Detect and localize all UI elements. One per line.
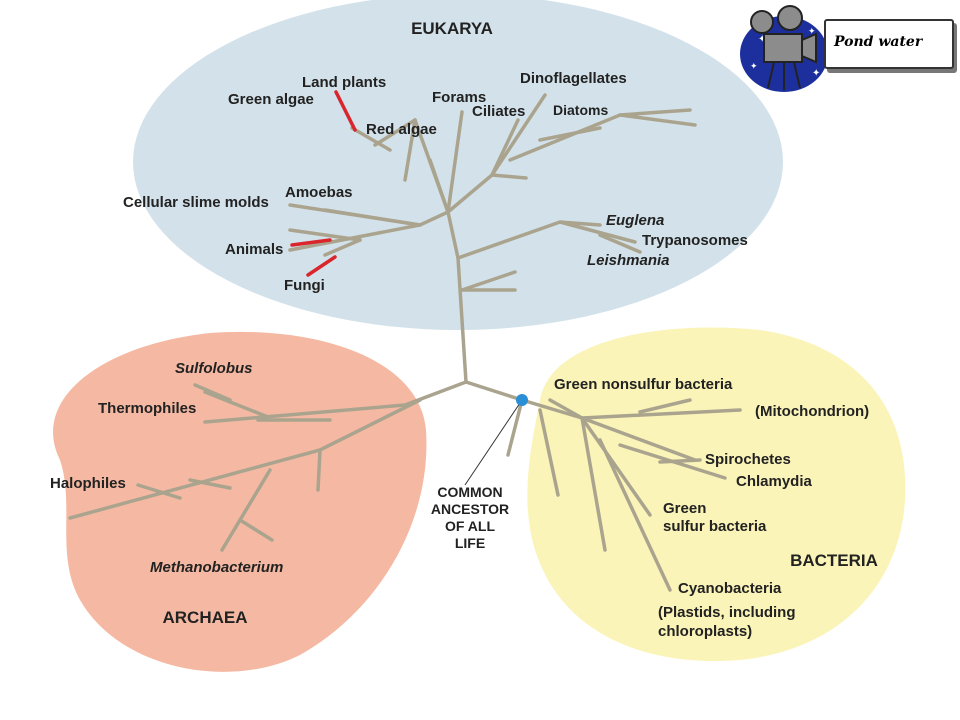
tree-branches: [68, 90, 742, 592]
archaea-title: ARCHAEA: [163, 608, 248, 627]
archaea-region: [53, 331, 427, 672]
label-green-sulfur-line1: Green: [663, 500, 706, 517]
label-plastids-line2: chloroplasts): [658, 623, 752, 640]
bacteria-region: [527, 327, 906, 662]
common-ancestor-line2: ANCESTOR: [431, 501, 509, 517]
label-sulfolobus: Sulfolobus: [175, 360, 253, 377]
bacteria-title: BACTERIA: [790, 551, 878, 570]
label-methanobacterium: Methanobacterium: [150, 559, 283, 576]
pond-water-media-button[interactable]: ✦ ✦ ✦ ✦ Pond water: [738, 4, 958, 94]
svg-text:✦: ✦: [750, 62, 758, 72]
label-green-sulfur-line2: sulfur bacteria: [663, 518, 767, 535]
ancestor-pointer-line: [464, 399, 523, 486]
label-thermophiles: Thermophiles: [98, 400, 196, 417]
svg-text:✦: ✦: [808, 27, 816, 37]
label-diatoms: Diatoms: [553, 102, 608, 118]
label-animals: Animals: [225, 241, 283, 258]
pond-water-label: Pond water: [834, 34, 923, 50]
label-cellular-slime-molds: Cellular slime molds: [123, 194, 269, 211]
pond-water-card[interactable]: Pond water: [824, 19, 954, 69]
label-chlamydia: Chlamydia: [736, 473, 813, 490]
common-ancestor-line1: COMMON: [437, 484, 502, 500]
svg-text:✦: ✦: [812, 68, 820, 79]
film-projector-icon: ✦ ✦ ✦ ✦: [740, 5, 828, 92]
svg-text:✦: ✦: [758, 34, 766, 45]
label-plastids-line1: (Plastids, including: [658, 604, 796, 621]
common-ancestor-line3: OF ALL: [445, 518, 495, 534]
label-fungi: Fungi: [284, 277, 325, 294]
label-dinoflagellates: Dinoflagellates: [520, 70, 627, 87]
common-ancestor-line4: LIFE: [455, 535, 485, 551]
common-ancestor-dot: [516, 394, 528, 406]
label-trypanosomes: Trypanosomes: [642, 232, 748, 249]
label-euglena: Euglena: [606, 212, 664, 229]
label-green-nonsulfur-bacteria: Green nonsulfur bacteria: [554, 376, 733, 393]
label-red-algae: Red algae: [366, 121, 437, 138]
label-green-algae: Green algae: [228, 91, 314, 108]
label-ciliates: Ciliates: [472, 103, 525, 120]
label-forams: Forams: [432, 89, 486, 106]
label-halophiles: Halophiles: [50, 475, 126, 492]
label-mitochondrion: (Mitochondrion): [755, 403, 869, 420]
label-amoebas: Amoebas: [285, 184, 353, 201]
label-spirochetes: Spirochetes: [705, 451, 791, 468]
label-leishmania: Leishmania: [587, 252, 670, 269]
label-land-plants: Land plants: [302, 74, 386, 91]
eukarya-title: EUKARYA: [411, 19, 493, 38]
label-cyanobacteria: Cyanobacteria: [678, 580, 782, 597]
